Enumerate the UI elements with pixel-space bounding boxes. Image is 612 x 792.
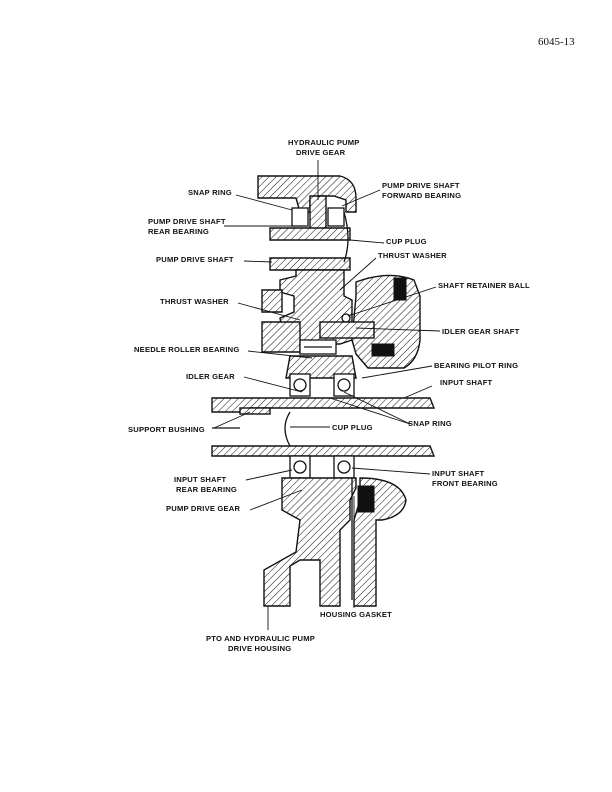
label-idler-gear: IDLER GEAR: [186, 372, 235, 381]
label-pto-housing-line1: PTO AND HYDRAULIC PUMP: [206, 634, 315, 643]
label-cup-plug-bottom: CUP PLUG: [332, 423, 373, 432]
pump-drive-shaft: [269, 227, 351, 241]
label-input-shaft: INPUT SHAFT: [440, 378, 493, 387]
label-input-shaft-rear-bearing-line2: REAR BEARING: [176, 485, 237, 494]
pump-drive-shaft-lower: [269, 257, 351, 271]
support-bushing-shape: [239, 407, 271, 415]
lower-housing: [263, 477, 357, 607]
label-bearing-pilot-ring: BEARING PILOT RING: [434, 361, 518, 370]
label-needle-roller-bearing: NEEDLE ROLLER BEARING: [134, 345, 239, 354]
label-snap-ring-top: SNAP RING: [188, 188, 232, 197]
label-input-shaft-front-bearing-line2: FRONT BEARING: [432, 479, 498, 488]
leader-lines: [213, 160, 441, 630]
lower-left-gear: [261, 321, 301, 353]
idler-gear-shaft: [319, 321, 375, 339]
callout-labels: HYDRAULIC PUMP DRIVE GEAR SNAP RING PUMP…: [128, 138, 530, 653]
label-thrust-washer-right: THRUST WASHER: [378, 251, 447, 260]
label-pump-drive-shaft: PUMP DRIVE SHAFT: [156, 255, 234, 264]
label-input-shaft-front-bearing-line1: INPUT SHAFT: [432, 469, 485, 478]
input-shaft-lower: [211, 445, 436, 457]
cup-plug-top-shape: [343, 211, 349, 263]
label-idler-gear-shaft: IDLER GEAR SHAFT: [442, 327, 520, 336]
shaft-retainer-ball-shape: [341, 313, 351, 323]
label-hydraulic-pump-drive-gear-line1: HYDRAULIC PUMP: [288, 138, 360, 147]
figure-number: 6045-13: [538, 36, 575, 48]
hydraulic-pump-drive-gear: [309, 195, 327, 231]
label-snap-ring-bottom: SNAP RING: [408, 419, 452, 428]
label-pump-drive-shaft-fwd-bearing-line1: PUMP DRIVE SHAFT: [382, 181, 460, 190]
housing-bolt-top: [393, 277, 407, 301]
label-hydraulic-pump-drive-gear-line2: DRIVE GEAR: [296, 148, 346, 157]
label-thrust-washer-left: THRUST WASHER: [160, 297, 229, 306]
label-cup-plug-top: CUP PLUG: [386, 237, 427, 246]
upper-housing: [257, 175, 357, 213]
label-shaft-retainer-ball: SHAFT RETAINER BALL: [438, 281, 530, 290]
upper-gear-teeth: [261, 289, 283, 313]
forward-bearing-race: [327, 207, 345, 227]
housing-bolt-bottom: [357, 485, 375, 513]
idler-gear-shape: [285, 355, 357, 379]
label-pump-drive-shaft-rear-bearing-line1: PUMP DRIVE SHAFT: [148, 217, 226, 226]
rear-bearing-race: [291, 207, 309, 227]
label-pump-drive-gear: PUMP DRIVE GEAR: [166, 504, 240, 513]
idler-shaft-end: [371, 343, 395, 357]
mechanical-drawing: [211, 175, 436, 607]
label-support-bushing: SUPPORT BUSHING: [128, 425, 205, 434]
label-pump-drive-shaft-fwd-bearing-line2: FORWARD BEARING: [382, 191, 461, 200]
label-pto-housing-line2: DRIVE HOUSING: [228, 644, 291, 653]
label-input-shaft-rear-bearing-line1: INPUT SHAFT: [174, 475, 227, 484]
label-pump-drive-shaft-rear-bearing-line2: REAR BEARING: [148, 227, 209, 236]
cup-plug-bottom-shape: [284, 411, 291, 447]
label-housing-gasket: HOUSING GASKET: [320, 610, 392, 619]
